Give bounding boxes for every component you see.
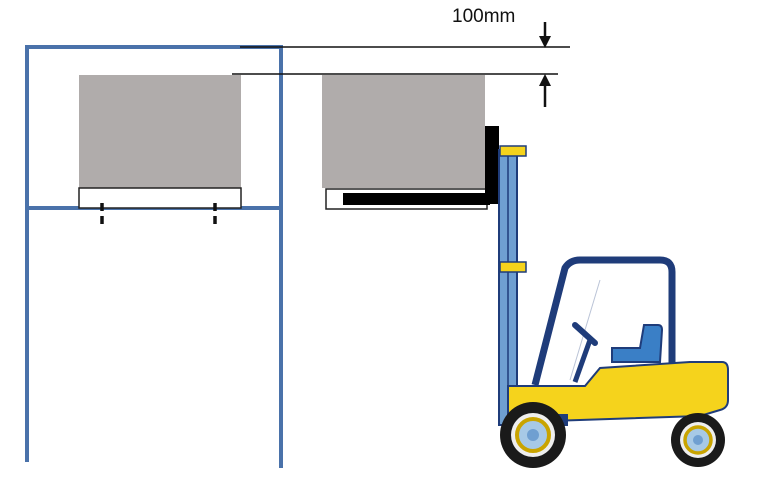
clearance-dimension-label: 100mm (452, 6, 516, 27)
carried-load-box (322, 75, 485, 188)
steering-wheel (572, 322, 598, 346)
rear-wheel (671, 413, 725, 467)
arrow-down-icon (539, 22, 551, 48)
overhead-guard (531, 256, 676, 386)
fork-tines (343, 193, 490, 205)
stored-load-box (79, 75, 241, 188)
forklift-icon (498, 145, 729, 468)
arrow-up-icon (539, 74, 551, 107)
front-wheel (500, 402, 566, 468)
mast-top-bracket (499, 145, 527, 157)
stored-pallet (78, 187, 242, 209)
steering-column (572, 339, 593, 383)
mast-mid-bracket (499, 261, 527, 273)
carried-load (322, 75, 499, 210)
stored-load (78, 75, 242, 226)
fork-carriage (485, 126, 499, 204)
seat (611, 324, 664, 363)
forklift-body (507, 361, 729, 423)
